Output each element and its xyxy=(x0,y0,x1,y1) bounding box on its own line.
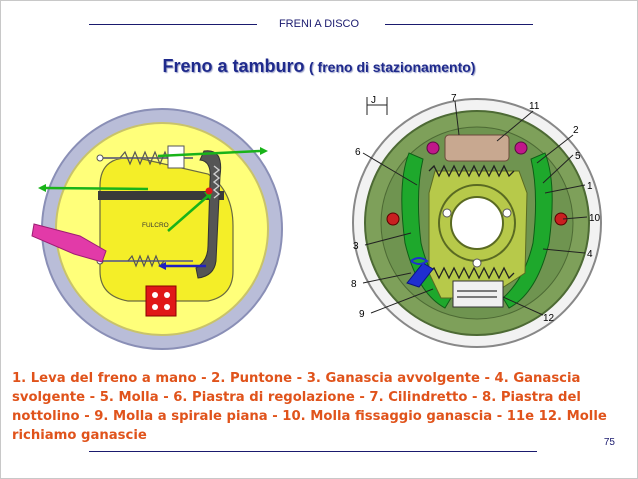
callout-9: 9 xyxy=(359,309,365,320)
callout-10: 10 xyxy=(589,213,601,224)
lower-spring xyxy=(127,254,165,268)
upper-return-spring xyxy=(428,164,515,178)
green-arrow-left xyxy=(45,186,149,191)
upper-pin-block xyxy=(167,145,185,169)
header-title: FRENI A DISCO xyxy=(278,18,360,30)
strut-bar xyxy=(98,191,224,200)
slide-title: Freno a tamburo ( freno di stazionamento… xyxy=(1,56,637,77)
callout-4: 4 xyxy=(587,249,593,260)
lower-return-spring xyxy=(428,266,515,280)
callout-1: 1 xyxy=(587,181,593,192)
anchor-block xyxy=(452,280,504,308)
slide-title-sub: ( freno di stazionamento) xyxy=(309,59,476,75)
legend-caption: 1. Leva del freno a mano - 2. Puntone - … xyxy=(12,371,607,443)
pink-cable xyxy=(31,223,107,263)
callout-5: 5 xyxy=(575,151,581,162)
wheel-cylinder xyxy=(444,134,510,162)
cylinder-bleed-left xyxy=(426,141,440,155)
red-anchor-block xyxy=(145,285,177,317)
ratchet-plate xyxy=(406,262,434,288)
slide-title-main: Freno a tamburo xyxy=(162,56,305,76)
callout-j: J xyxy=(371,95,376,106)
callout-2: 2 xyxy=(573,125,579,136)
fulcro-label: FULCRO xyxy=(142,222,169,229)
green-arrow-diagonal xyxy=(167,195,209,232)
fulcrum-point xyxy=(205,187,213,195)
hub-hole xyxy=(450,196,504,250)
green-arrow-right xyxy=(157,149,261,158)
callout-8: 8 xyxy=(351,279,357,290)
header-rule-left xyxy=(89,24,257,25)
callout-6: 6 xyxy=(355,147,361,158)
callout-11: 11 xyxy=(529,101,540,112)
shoe-pin-left xyxy=(386,212,400,226)
header-rule-right xyxy=(385,24,533,25)
callout-7: 7 xyxy=(451,93,457,104)
drum-brake-assembly: J 7 11 2 6 5 1 10 3 4 8 9 12 xyxy=(351,93,602,348)
upper-spring xyxy=(119,150,176,166)
callout-3: 3 xyxy=(353,241,359,252)
page-number: 75 xyxy=(603,437,615,448)
footer-rule xyxy=(89,451,537,452)
cylinder-bleed-right xyxy=(514,141,528,155)
callout-12: 12 xyxy=(543,313,555,324)
drum-brake-schematic: FULCRO xyxy=(31,108,283,350)
